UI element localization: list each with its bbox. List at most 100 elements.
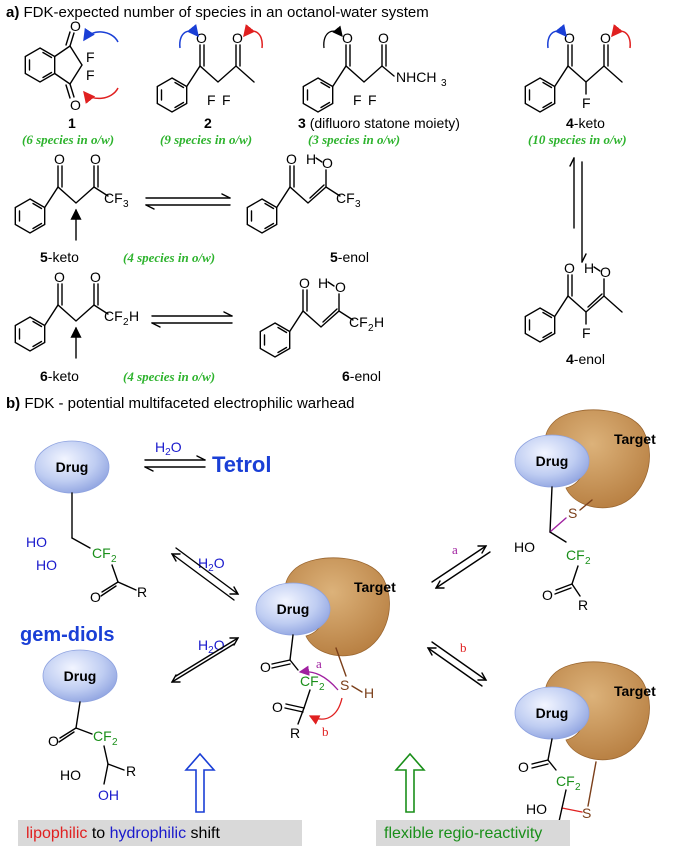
svg-text:3: 3 (355, 199, 361, 210)
svg-text:2: 2 (112, 737, 118, 748)
svg-text:R: R (290, 725, 300, 741)
svg-text:F: F (86, 67, 95, 83)
compound-4-species: (10 species in o/w) (528, 132, 627, 147)
drug-target-complex-center: Target Drug O CF 2 O R S H a b (255, 557, 396, 741)
svg-text:CF: CF (349, 314, 368, 330)
svg-text:R: R (578, 597, 588, 613)
svg-text:O: O (378, 30, 389, 46)
svg-text:O: O (286, 151, 297, 167)
svg-text:O: O (70, 18, 81, 34)
svg-text:O: O (542, 587, 553, 603)
regio-reactivity-banner (376, 820, 570, 846)
compound-5-enol-label: 5-enol (330, 249, 369, 265)
svg-text:HO: HO (26, 534, 47, 550)
structure-compound-2: O O F F (156, 24, 263, 113)
section-b-letter: b) (6, 395, 20, 412)
tetrol-label: Tetrol (212, 452, 271, 477)
tetrol-equilibrium-arrow: H2O (144, 439, 206, 472)
structure-compound-6-keto: O O CF 2 H (14, 269, 139, 359)
svg-text:O: O (564, 30, 575, 46)
svg-text:S: S (568, 505, 577, 521)
svg-text:CF: CF (104, 190, 123, 206)
section-a-title: a) FDK-expected number of species in an … (6, 4, 429, 21)
svg-text:O: O (600, 30, 611, 46)
path-a-label: a (452, 542, 458, 557)
svg-text:OH: OH (98, 787, 119, 803)
hollow-up-arrow-blue (184, 752, 216, 813)
svg-text:CF: CF (104, 308, 123, 324)
svg-text:CF: CF (336, 190, 355, 206)
svg-text:F: F (582, 95, 591, 111)
lipophilic-shift-banner (18, 820, 302, 846)
structure-compound-1: O O F F (24, 18, 119, 113)
svg-text:O: O (600, 264, 611, 280)
svg-text:a) FDK-expected number of spec: a) FDK-expected number of species in an … (6, 4, 429, 21)
compound-1-label: 1 (68, 115, 76, 131)
drug-target-complex-path-a: Target Drug S HO CF 2 O R (514, 409, 656, 613)
compound-6-enol-label: 6-enol (342, 368, 381, 384)
svg-text:O: O (54, 269, 65, 285)
svg-text:O: O (335, 279, 346, 295)
svg-text:2: 2 (368, 323, 374, 334)
svg-text:O: O (90, 151, 101, 167)
svg-text:HO: HO (526, 801, 547, 817)
svg-text:F: F (353, 92, 362, 108)
structure-compound-3: O O NHCH 3 F F (302, 25, 447, 113)
svg-text:2: 2 (123, 317, 129, 328)
equilibrium-arrow-path-a: a (431, 542, 491, 589)
section-a-title-text: FDK-expected number of species in an oct… (24, 4, 429, 21)
svg-text:O: O (322, 155, 333, 171)
svg-text:HO: HO (36, 557, 57, 573)
svg-text:CF: CF (556, 773, 575, 789)
svg-text:R: R (137, 584, 147, 600)
svg-text:O: O (54, 151, 65, 167)
gem-diols-label: gem-diols (20, 624, 114, 646)
structure-compound-5-enol: O O H CF 3 (246, 151, 361, 234)
equilibrium-arrow-5 (145, 193, 231, 210)
svg-text:H2O: H2O (198, 555, 225, 574)
svg-text:2: 2 (575, 782, 581, 793)
compound-6-keto-label: 6-keto (40, 368, 79, 384)
svg-text:F: F (207, 92, 216, 108)
compound-1-species: (6 species in o/w) (22, 132, 114, 147)
svg-text:R: R (126, 763, 136, 779)
svg-text:Target: Target (614, 431, 656, 447)
compound-5-keto-label: 5-keto (40, 249, 79, 265)
compound-4-enol-label: 4-enol (566, 351, 605, 367)
compound-5-species: (4 species in o/w) (123, 250, 215, 265)
compound-2-label: 2 (204, 115, 212, 131)
drug-target-complex-path-b: Target Drug O CF 2 HO S R (514, 661, 656, 843)
svg-text:b: b (322, 724, 329, 739)
svg-text:b) FDK - potential multifacete: b) FDK - potential multifaceted electrop… (6, 395, 355, 412)
section-b-title-text: FDK - potential multifaceted electrophil… (24, 395, 354, 412)
section-b-title: b) FDK - potential multifaceted electrop… (6, 395, 355, 412)
path-b-label: b (460, 640, 467, 655)
svg-text:S: S (582, 805, 591, 821)
svg-text:H2O: H2O (198, 637, 225, 656)
structure-compound-4-keto: O O F (524, 24, 631, 113)
drug-label: Drug (56, 459, 89, 475)
svg-text:NHCH: NHCH (396, 69, 436, 85)
svg-text:HO: HO (514, 539, 535, 555)
svg-text:CF: CF (566, 547, 585, 563)
equilibrium-arrow-upper-left: H2O (170, 547, 240, 601)
lipophilic-shift-text: lipophilic to hydrophilic shift (26, 825, 220, 842)
svg-text:O: O (342, 30, 353, 46)
compound-2-species: (9 species in o/w) (160, 132, 252, 147)
svg-text:Drug: Drug (277, 601, 310, 617)
svg-text:O: O (272, 699, 283, 715)
svg-text:O: O (260, 659, 271, 675)
compound-6-species: (4 species in o/w) (123, 369, 215, 384)
svg-text:O: O (232, 30, 243, 46)
svg-text:HO: HO (60, 767, 81, 783)
svg-text:H: H (584, 260, 594, 276)
svg-text:O: O (564, 260, 575, 276)
compound-4-keto-label: 4-keto (566, 115, 605, 131)
structure-compound-4-enol: O O H F (524, 260, 623, 343)
svg-text:F: F (86, 49, 95, 65)
svg-text:H: H (129, 308, 139, 324)
svg-text:H: H (374, 314, 384, 330)
hollow-up-arrow-green (394, 752, 426, 813)
svg-text:H: H (318, 275, 328, 291)
